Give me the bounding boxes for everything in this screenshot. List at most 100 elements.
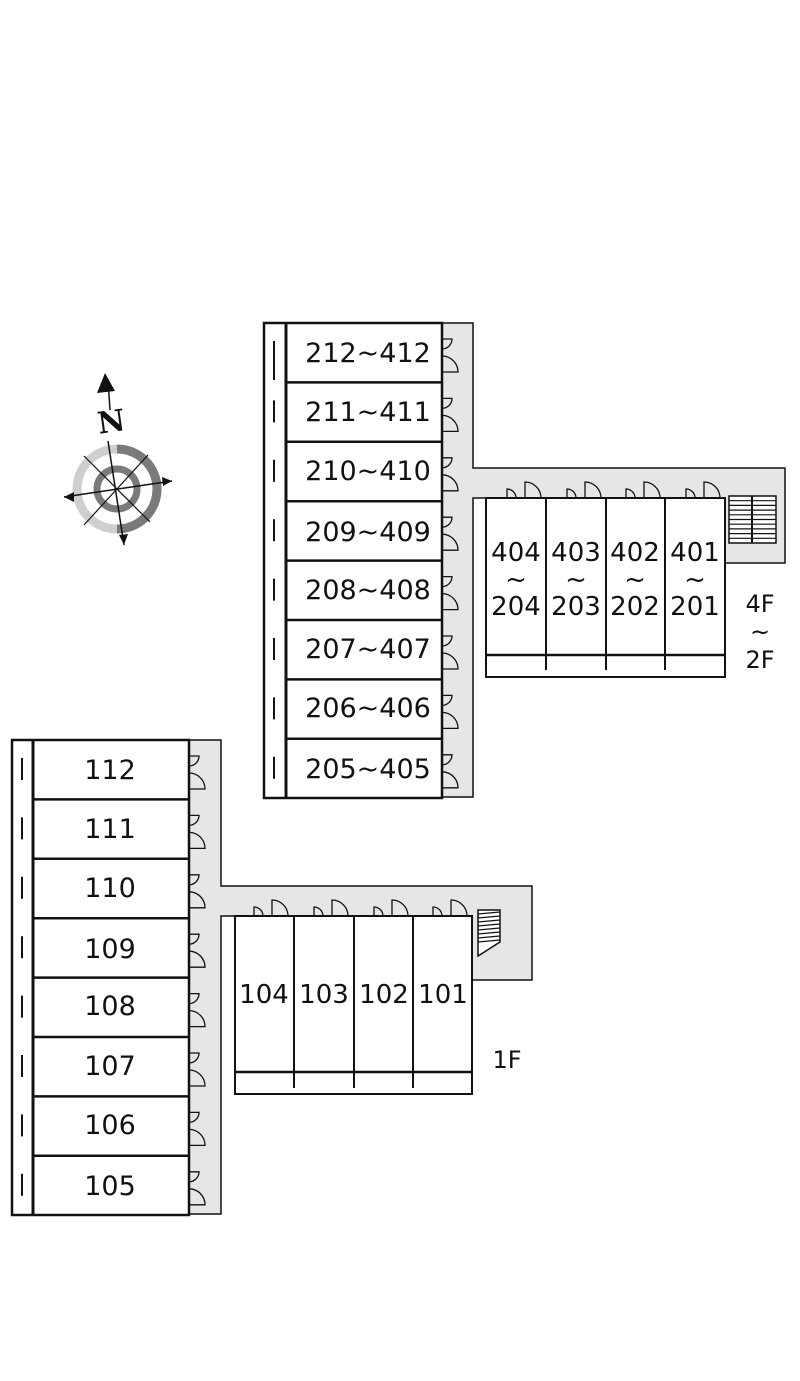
upper-west-doors <box>441 338 459 789</box>
door-swing-icon <box>450 899 468 917</box>
door-swing-icon <box>188 1171 200 1183</box>
door-swing-icon <box>188 950 206 968</box>
ground-stairs-icon <box>477 909 501 958</box>
stair-tread <box>477 919 501 923</box>
unit-label-tilde: ~ <box>684 565 706 595</box>
unit-label: 104 <box>239 980 289 1010</box>
stair-tread <box>477 939 501 943</box>
upper-west-dividers <box>273 341 442 779</box>
floor-range-top: 4F <box>745 590 774 618</box>
unit-label-top: 401 <box>670 538 720 568</box>
door-swing-icon <box>188 831 206 850</box>
unit-label: 211~411 <box>305 397 431 428</box>
floor-range-tilde: ~ <box>750 618 770 646</box>
door-swing-icon <box>188 891 206 909</box>
door-swing-icon <box>703 481 721 499</box>
door-swing-icon <box>271 899 289 917</box>
unit-label: 101 <box>418 980 468 1010</box>
unit-label: 210~410 <box>305 456 431 487</box>
ground-floor-label: 1F <box>492 1046 521 1074</box>
floor-range-bottom: 2F <box>745 646 774 674</box>
unit-label: 107 <box>84 1051 136 1082</box>
north-letter: N <box>95 403 127 441</box>
door-swing-icon <box>188 1009 206 1028</box>
door-swing-icon <box>188 992 200 1005</box>
door-swing-icon <box>625 488 636 499</box>
door-swing-icon <box>188 1188 206 1206</box>
unit-label: 105 <box>84 1171 136 1202</box>
door-swing-icon <box>253 906 264 917</box>
door-swing-icon <box>188 1128 206 1147</box>
door-swing-icon <box>441 635 453 647</box>
door-swing-icon <box>373 906 384 917</box>
unit-label: 109 <box>84 934 136 965</box>
compass-rose-icon: N <box>63 373 173 546</box>
ground-east-labels: 104 103 102 101 <box>239 980 468 1010</box>
unit-label: 102 <box>359 980 409 1010</box>
door-swing-icon <box>188 1069 206 1087</box>
door-swing-icon <box>441 474 459 492</box>
ground-east-dividers <box>293 916 414 1088</box>
unit-label: 212~412 <box>305 338 431 369</box>
door-swing-icon <box>643 481 661 499</box>
door-swing-icon <box>441 457 453 469</box>
unit-label-tilde: ~ <box>624 565 646 595</box>
door-swing-icon <box>441 754 453 766</box>
upper-east-labels: 404 ~ 204 403 ~ 203 402 ~ 202 401 ~ 201 <box>491 538 720 622</box>
door-swing-icon <box>524 481 542 499</box>
unit-label: 106 <box>84 1110 136 1141</box>
door-swing-icon <box>441 414 459 433</box>
door-swing-icon <box>441 338 453 350</box>
stair-tread <box>477 915 501 919</box>
unit-label-top: 402 <box>610 538 660 568</box>
unit-label-bottom: 202 <box>610 592 660 622</box>
door-swing-icon <box>188 1111 200 1124</box>
ground-west-labels: 112 111 110 109 108 107 106 105 <box>84 755 136 1202</box>
door-swing-icon <box>566 488 577 499</box>
unit-label-top: 403 <box>551 538 601 568</box>
door-swing-icon <box>188 755 200 767</box>
door-swing-icon <box>441 355 459 373</box>
upper-west-labels: 212~412 211~411 210~410 209~409 208~408 … <box>305 338 431 785</box>
door-swing-icon <box>685 488 696 499</box>
unit-label-bottom: 203 <box>551 592 601 622</box>
unit-label: 209~409 <box>305 517 431 548</box>
ground-east-doors <box>253 899 468 917</box>
unit-label: 110 <box>84 873 136 904</box>
door-swing-icon <box>441 711 459 730</box>
door-swing-icon <box>441 652 459 670</box>
door-swing-icon <box>584 481 602 499</box>
door-swing-icon <box>391 899 409 917</box>
unit-label-bottom: 201 <box>670 592 720 622</box>
unit-label: 108 <box>84 991 136 1022</box>
door-swing-icon <box>188 1052 200 1064</box>
ground-west-doors <box>188 755 206 1206</box>
door-swing-icon <box>313 906 324 917</box>
ground-west-dividers <box>21 758 189 1196</box>
door-swing-icon <box>188 874 200 886</box>
upper-stairs-icon <box>728 495 777 544</box>
door-swing-icon <box>441 516 453 528</box>
door-swing-icon <box>188 772 206 790</box>
unit-label: 103 <box>299 980 349 1010</box>
upper-east-doors <box>506 481 721 499</box>
door-swing-icon <box>441 592 459 611</box>
door-swing-icon <box>188 933 200 945</box>
unit-label-tilde: ~ <box>505 565 527 595</box>
unit-label-tilde: ~ <box>565 565 587 595</box>
upper-floor-range-label: 4F ~ 2F <box>745 590 774 674</box>
unit-label: 207~407 <box>305 634 431 665</box>
door-swing-icon <box>432 906 443 917</box>
stair-tread <box>477 927 501 931</box>
upper-floors-block: 212~412 211~411 210~410 209~409 208~408 … <box>262 321 786 800</box>
unit-label: 206~406 <box>305 693 431 724</box>
door-swing-icon <box>441 397 453 410</box>
upper-east-dividers <box>545 498 666 670</box>
ground-floor-block: 112 111 110 109 108 107 106 105 104 103 … <box>10 738 533 1217</box>
stair-tread <box>477 923 501 927</box>
door-swing-icon <box>441 533 459 551</box>
unit-label: 111 <box>84 814 136 845</box>
door-swing-icon <box>188 814 200 827</box>
stair-tread <box>477 935 501 939</box>
